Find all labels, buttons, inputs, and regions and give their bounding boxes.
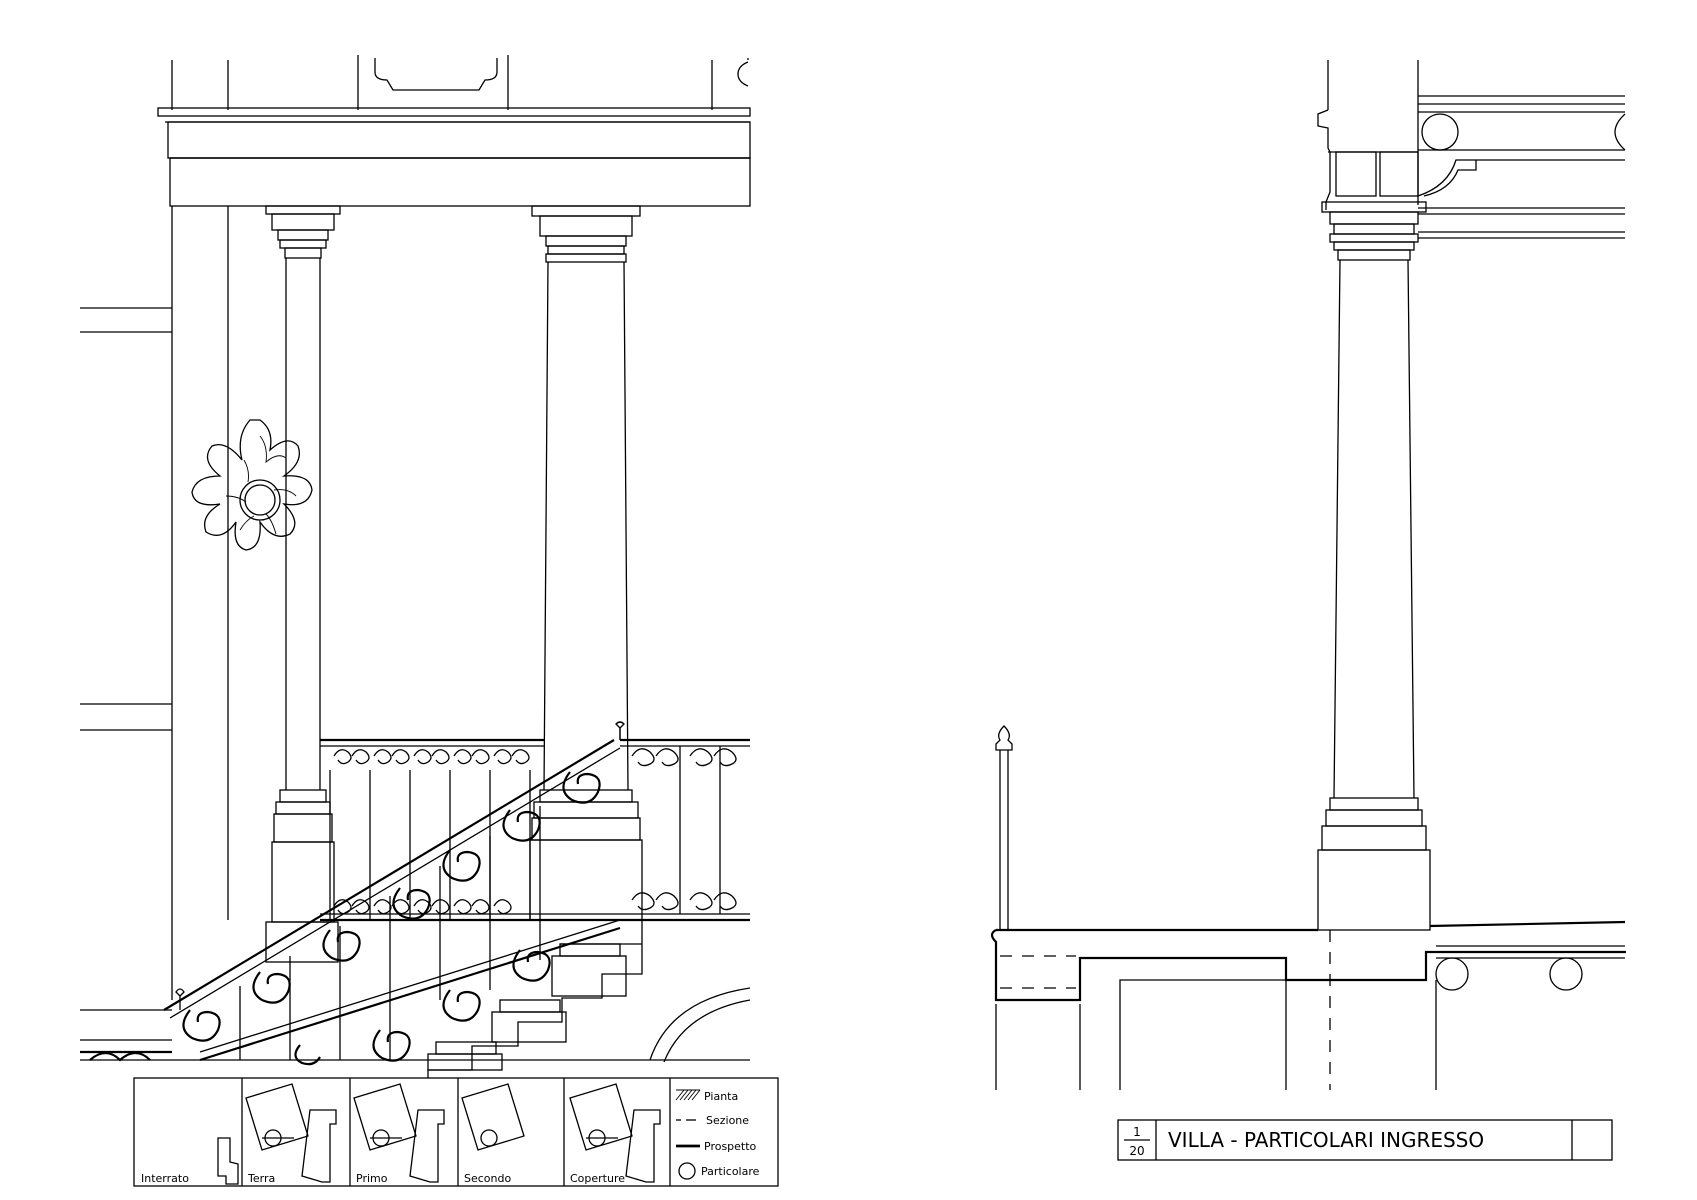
entrance-elevation-drawing (80, 55, 751, 1078)
stair-railing (80, 728, 621, 1066)
title-block: 1 20 VILLA - PARTICOLARI INGRESSO (1117, 1119, 1613, 1161)
landing-railing (320, 721, 750, 922)
legend-particolare: Particolare (701, 1165, 760, 1178)
scale-denominator: 20 (1129, 1144, 1144, 1158)
floor-label-primo: Primo (356, 1172, 388, 1185)
legend-sezione: Sezione (706, 1114, 749, 1127)
right-column (529, 205, 643, 921)
legend-pianta: Pianta (704, 1090, 738, 1103)
detail-circle-icon (678, 1162, 696, 1180)
staircase (80, 919, 751, 1078)
left-column (265, 205, 341, 923)
floor-label-interrato: Interrato (141, 1172, 189, 1185)
plan-sketch-coperture (569, 1083, 661, 1183)
rosette-ornament (191, 419, 313, 551)
plan-sketch-interrato (217, 1137, 239, 1185)
floor-label-terra: Terra (247, 1172, 275, 1185)
plan-sketch-secondo (461, 1083, 525, 1151)
entrance-section-drawing (990, 60, 1626, 1090)
plan-sketch-primo (353, 1083, 445, 1183)
scale-numerator: 1 (1133, 1125, 1141, 1139)
floor-label-secondo: Secondo (464, 1172, 511, 1185)
floor-label-coperture: Coperture (570, 1172, 625, 1185)
plan-sketch-terra (245, 1083, 337, 1183)
drawing-title: VILLA - PARTICOLARI INGRESSO (1168, 1128, 1484, 1152)
legend-prospetto: Prospetto (704, 1140, 757, 1153)
key-plan-legend: Interrato Terra Primo Secondo Coperture … (133, 1077, 779, 1187)
hatch-swatch-icon (675, 1089, 701, 1101)
window-cartouche (374, 58, 498, 91)
